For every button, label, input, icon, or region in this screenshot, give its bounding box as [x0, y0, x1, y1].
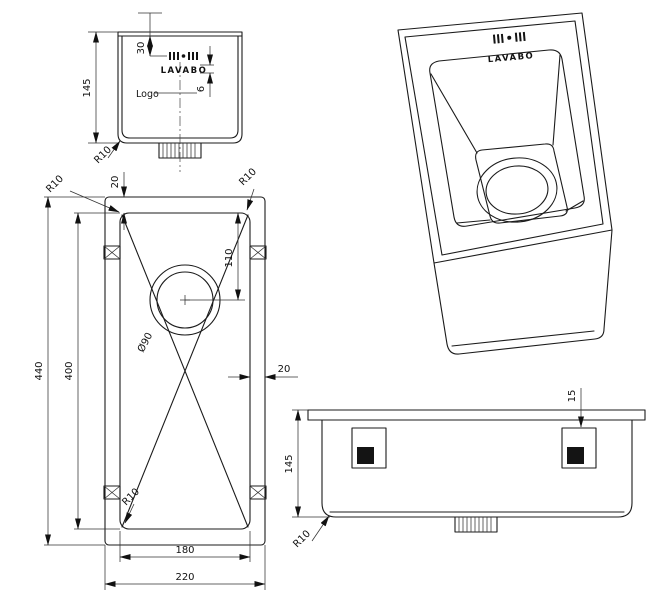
r10-front: R10 — [92, 144, 114, 166]
plan-view: 20 R10 R10 R10 110 Ø90 — [34, 166, 298, 590]
r10-plan-tr: R10 — [237, 166, 259, 188]
side-drain — [454, 516, 498, 533]
r10-plan-tl: R10 — [44, 173, 66, 195]
side-clips — [351, 427, 597, 469]
plan-clips — [103, 245, 267, 500]
plan-dim-drain-center: 110 — [180, 212, 245, 305]
plan-radius-bottom-left: R10 — [120, 486, 142, 524]
side-dim-clip-offset: 15 — [567, 388, 584, 428]
side-outline — [307, 409, 646, 518]
plan-dim-outer-length: 440 — [34, 196, 105, 546]
plan-radius-top-right: R10 — [237, 166, 259, 211]
plan-dim-rim-top: 20 — [110, 172, 127, 230]
dim-20-right: 20 — [278, 364, 291, 375]
dim-400: 400 — [64, 361, 75, 380]
front-dim-logo-offset: 30 — [136, 12, 167, 57]
iso-view: LAVABO — [397, 12, 613, 355]
plan-dim-rim-right: 20 — [228, 364, 298, 380]
dim-145-front: 145 — [82, 78, 93, 97]
side-clip-right — [561, 427, 597, 469]
side-clip-left — [351, 427, 387, 469]
side-dim-height: 145 — [284, 409, 330, 518]
iso-body — [397, 12, 613, 355]
iso-brand-text: LAVABO — [487, 51, 534, 65]
dim-20-top: 20 — [110, 176, 121, 189]
dim-15: 15 — [567, 390, 578, 403]
front-brand-text: LAVABO — [161, 66, 208, 76]
dim-drain-diameter: Ø90 — [135, 331, 155, 355]
plan-outline — [104, 196, 266, 546]
front-view: LAVABO 145 30 6 Logo — [82, 12, 243, 172]
dim-220: 220 — [175, 572, 194, 583]
front-dim-height: 145 — [82, 31, 118, 144]
plan-dim-outer-width: 220 — [104, 545, 266, 590]
side-view: 15 145 R10 — [284, 388, 646, 550]
front-logo-pattern — [169, 52, 198, 60]
dim-440: 440 — [34, 361, 45, 380]
dim-30: 30 — [136, 42, 147, 55]
iso-logo-pattern: LAVABO — [487, 31, 535, 65]
r10-plan-bl: R10 — [120, 486, 142, 508]
plan-dim-inner-width: 180 — [119, 531, 251, 562]
dim-180: 180 — [175, 545, 194, 556]
clip-left-top — [103, 245, 121, 260]
dim-110: 110 — [224, 248, 235, 267]
dim-145-side: 145 — [284, 454, 295, 473]
logo-label: Logo — [136, 89, 159, 100]
plan-dim-inner-length: 400 — [64, 212, 120, 530]
r10-side: R10 — [291, 528, 313, 550]
plan-radius-top-left: R10 — [44, 173, 120, 213]
clip-right-bottom — [249, 485, 267, 500]
clip-left-bottom — [103, 485, 121, 500]
front-radius-callout: R10 — [92, 140, 121, 166]
dim-6: 6 — [196, 86, 207, 92]
side-radius-callout: R10 — [291, 515, 330, 550]
clip-right-top — [249, 245, 267, 260]
front-dim-logo-height: 6 — [196, 46, 214, 97]
